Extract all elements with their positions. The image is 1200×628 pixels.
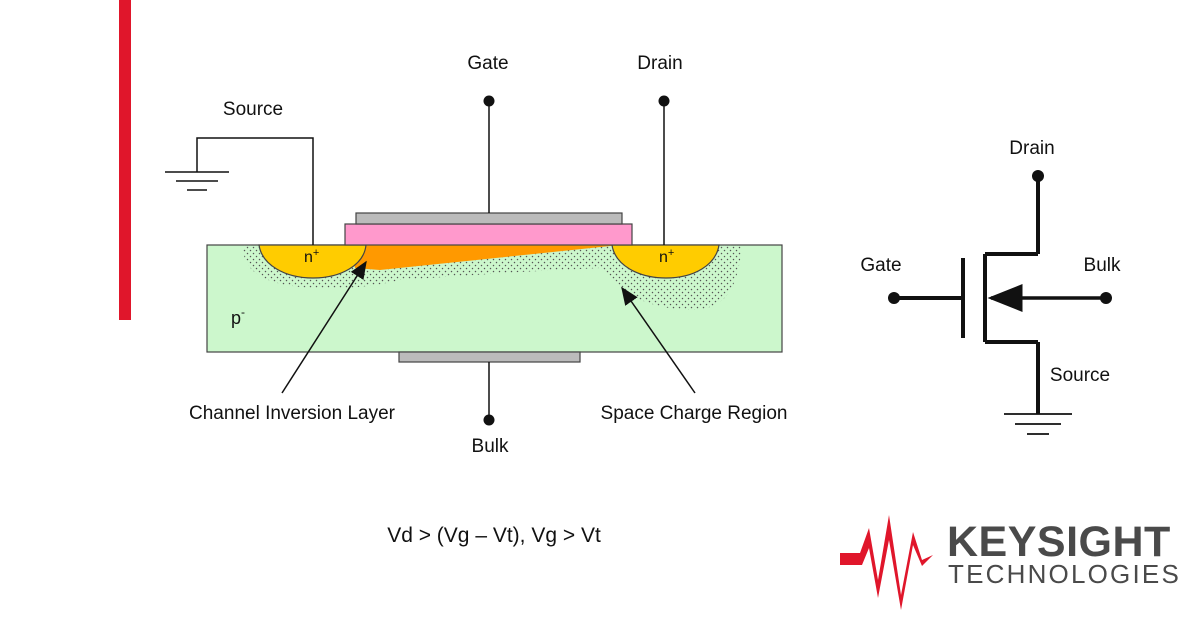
space-charge-label: Space Charge Region (601, 403, 788, 424)
brand-subtitle: TECHNOLOGIES (948, 559, 1181, 589)
gate-terminal (483, 95, 495, 107)
bulk-label: Bulk (472, 436, 509, 457)
mosfet-symbol (894, 176, 1040, 414)
n-plus-drain-label: n+ (659, 247, 674, 266)
p-minus-label: p- (231, 305, 245, 328)
symbol-source-label: Source (1050, 365, 1110, 386)
gate-label: Gate (467, 53, 508, 74)
channel-callout-arrow (281, 260, 367, 394)
source-label: Source (223, 99, 283, 120)
n-plus-drain-region (611, 244, 720, 279)
gate-metal (355, 212, 623, 225)
drain-terminal (658, 95, 670, 107)
channel-inversion-layer (350, 245, 620, 270)
symbol-gate-terminal (888, 292, 900, 304)
symbol-bulk-label: Bulk (1084, 255, 1121, 276)
source-wire (196, 137, 314, 245)
n-plus-source-label: n+ (304, 247, 319, 266)
drain-label: Drain (637, 53, 682, 74)
gate-oxide (344, 223, 633, 246)
symbol-gate-label: Gate (860, 255, 901, 276)
symbol-bulk-terminal (1100, 292, 1112, 304)
ground-icon (165, 171, 229, 191)
keysight-wave-icon (840, 515, 933, 610)
symbol-drain-label: Drain (1009, 138, 1054, 159)
bulk-terminal (483, 414, 495, 426)
accent-bar (119, 0, 131, 320)
channel-inversion-label: Channel Inversion Layer (189, 403, 396, 424)
symbol-ground-icon (1004, 413, 1072, 435)
n-plus-source-region (258, 244, 367, 279)
bulk-contact (398, 351, 581, 363)
brand-name: KEYSIGHT (947, 518, 1171, 566)
bias-condition-equation: Vd > (Vg – Vt), Vg > Vt (387, 524, 601, 547)
symbol-drain-terminal (1032, 170, 1044, 182)
space-charge-callout-arrow (621, 286, 696, 394)
